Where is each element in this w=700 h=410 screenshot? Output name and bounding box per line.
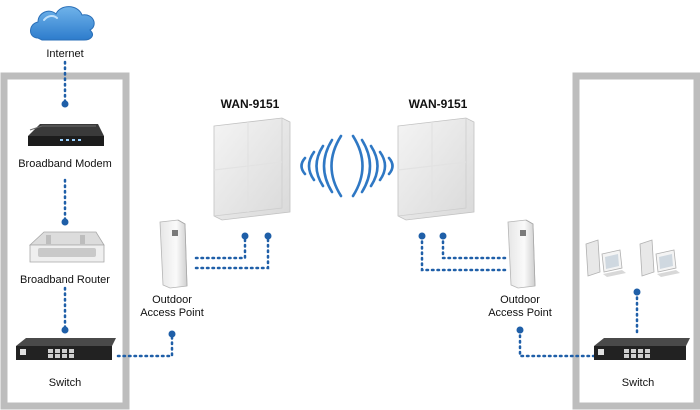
ap-left-label-line2: Access Point [140, 307, 204, 319]
link-ap-antenna-left-b [194, 234, 270, 270]
ap-left-label-line1: Outdoor [152, 294, 192, 306]
internet-label: Internet [46, 48, 84, 60]
left-site-panel [0, 72, 130, 410]
link-node [168, 330, 176, 338]
link-ap-antenna-left-a [194, 234, 247, 260]
desktop-computer-icon [639, 239, 680, 277]
modem-icon [28, 124, 104, 146]
link-ap-switch-right [518, 328, 597, 358]
link-node [418, 232, 426, 240]
desktop-computer-icon [585, 239, 626, 277]
wireless-waves-icon [300, 134, 394, 198]
switch-left-label: Switch [48, 377, 82, 389]
access-point-icon [159, 219, 188, 289]
link-node [264, 232, 272, 240]
ap-right-label-line1: Outdoor [500, 294, 540, 306]
antenna-left-title: WAN-9151 [220, 97, 280, 111]
switch-icon [16, 338, 116, 360]
right-site-panel [572, 72, 700, 410]
modem-label: Broadband Modem [18, 158, 112, 170]
link-node [61, 326, 69, 334]
antenna-panel-icon [213, 117, 291, 221]
router-icon [28, 231, 105, 263]
link-antenna-ap-right-a [420, 234, 507, 272]
switch-right-label: Switch [621, 377, 655, 389]
link-node [241, 232, 249, 240]
link-antenna-ap-right-b [441, 234, 507, 260]
link-node [61, 218, 69, 226]
link-switch-ap-left [116, 332, 174, 358]
access-point-icon [507, 219, 536, 289]
link-node [439, 232, 447, 240]
antenna-right-title: WAN-9151 [408, 97, 468, 111]
link-node [633, 288, 641, 296]
antenna-panel-icon [397, 117, 475, 221]
link-node [516, 326, 524, 334]
ap-right-label-line2: Access Point [488, 307, 552, 319]
link-node [61, 100, 69, 108]
cloud-icon [30, 6, 95, 41]
switch-icon [594, 338, 690, 360]
router-label: Broadband Router [20, 274, 110, 286]
